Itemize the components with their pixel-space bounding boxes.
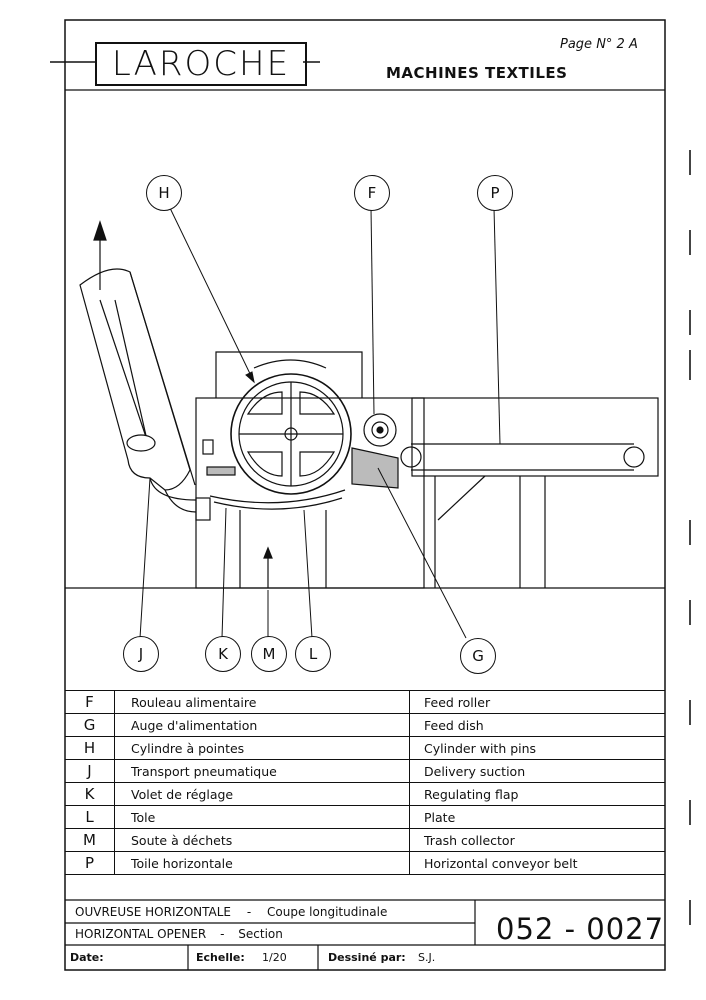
callout-j: J	[123, 636, 159, 672]
title-line-french: OUVREUSE HORIZONTALE - Coupe longitudina…	[75, 905, 387, 919]
title-line-english: HORIZONTAL OPENER - Section	[75, 927, 283, 941]
title-block-frame	[65, 899, 665, 970]
legend-key: J	[65, 759, 115, 783]
legend-english: Regulating flap	[409, 782, 665, 806]
callout-f: F	[354, 175, 390, 211]
page-number: Page N° 2 A	[560, 37, 638, 52]
drawing-number: 052 - 0027	[496, 912, 665, 946]
callout-l: L	[295, 636, 331, 672]
legend-french: Cylindre à pointes	[114, 736, 410, 760]
legend-english: Delivery suction	[409, 759, 665, 783]
title-separator: -	[220, 927, 225, 941]
legend-english: Trash collector	[409, 828, 665, 852]
drawn-by-value: S.J.	[418, 951, 436, 964]
legend-french: Soute à déchets	[114, 828, 410, 852]
legend-key: F	[65, 690, 115, 714]
callout-m: M	[251, 636, 287, 672]
machine-section-drawing	[65, 220, 665, 589]
callout-k: K	[205, 636, 241, 672]
callout-leaders	[139, 207, 501, 639]
date-label: Date:	[70, 951, 104, 964]
machine-name-fr: OUVREUSE HORIZONTALE	[75, 905, 232, 919]
legend-english: Plate	[409, 805, 665, 829]
legend-french: Volet de réglage	[114, 782, 410, 806]
drawn-by-label: Dessiné par:	[328, 951, 406, 964]
legend-key: K	[65, 782, 115, 806]
sheet-frame	[64, 19, 666, 971]
callout-p: P	[477, 175, 513, 211]
legend-french: Transport pneumatique	[114, 759, 410, 783]
legend-english: Feed roller	[409, 690, 665, 714]
brand-logo: LAROCHE	[95, 42, 307, 86]
legend-english: Horizontal conveyor belt	[409, 851, 665, 875]
title-separator: -	[246, 905, 252, 919]
view-name-en: Section	[238, 927, 283, 941]
legend-key: G	[65, 713, 115, 737]
legend-key: H	[65, 736, 115, 760]
legend-key: M	[65, 828, 115, 852]
legend-french: Toile horizontale	[114, 851, 410, 875]
callout-h: H	[146, 175, 182, 211]
view-name-fr: Coupe longitudinale	[267, 905, 388, 919]
legend-french: Auge d'alimentation	[114, 713, 410, 737]
company-subtitle: MACHINES TEXTILES	[386, 64, 568, 82]
legend-french: Rouleau alimentaire	[114, 690, 410, 714]
legend-english: Cylinder with pins	[409, 736, 665, 760]
scale-label: Echelle:	[196, 951, 245, 964]
legend-english: Feed dish	[409, 713, 665, 737]
legend-key: P	[65, 851, 115, 875]
callout-g: G	[460, 638, 496, 674]
legend-key: L	[65, 805, 115, 829]
machine-name-en: HORIZONTAL OPENER	[75, 927, 207, 941]
scale-value: 1/20	[262, 951, 287, 964]
legend-french: Tole	[114, 805, 410, 829]
